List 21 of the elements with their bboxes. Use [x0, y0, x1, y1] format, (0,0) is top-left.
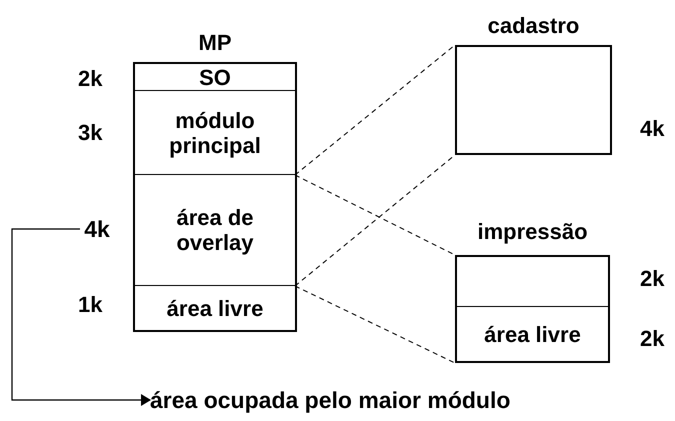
annotation-text: 4k [84, 216, 110, 242]
size-label: 2k [640, 326, 664, 351]
segment-label: módulo principal [168, 108, 262, 158]
size-label: 2k [78, 66, 102, 91]
dashed-line [294, 286, 456, 364]
segment-label: área livre [166, 296, 264, 320]
size-label: 2k [640, 266, 664, 291]
size-label: 1k [78, 292, 102, 317]
size-label: 3k [78, 120, 102, 145]
dashed-line [294, 154, 456, 286]
box-heading: MP [198, 30, 232, 56]
arrow [11, 228, 151, 406]
annotation-text: área ocupada pelo maior módulo [150, 388, 510, 412]
segment-label: área livre [484, 322, 581, 346]
dashed-line [294, 174, 456, 256]
segment-label: SO [199, 64, 231, 90]
box-heading: impressão [476, 219, 589, 245]
box-heading: cadastro [486, 13, 580, 39]
segment-label: área de overlay [175, 205, 255, 255]
dashed-line [294, 44, 456, 176]
size-label: 4k [640, 116, 664, 141]
